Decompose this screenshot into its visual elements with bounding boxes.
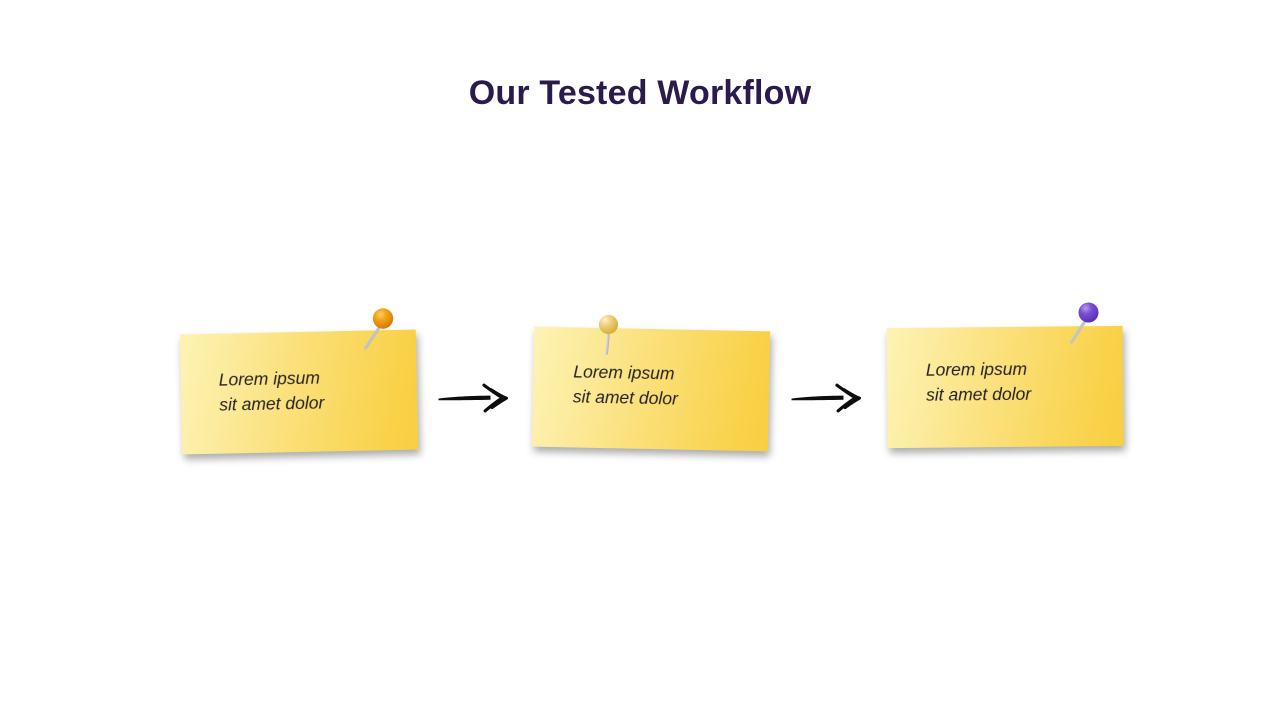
arrow-right-2-icon <box>789 381 867 415</box>
sticky-note-1-line1: Lorem ipsum <box>218 367 321 390</box>
sticky-note-2-line2: sit amet dolor <box>572 386 679 409</box>
sticky-note-2-text: Lorem ipsum sit amet dolor <box>573 359 679 411</box>
sticky-note-3-line1: Lorem ipsum <box>925 358 1028 380</box>
pushpin-orange-icon[interactable] <box>356 298 402 354</box>
sticky-note-3-line2: sit amet dolor <box>925 383 1032 405</box>
sticky-note-1-text: Lorem ipsum sit amet dolor <box>218 365 325 417</box>
arrow-right-1-icon <box>436 381 514 415</box>
sticky-note-2[interactable]: Lorem ipsum sit amet dolor <box>531 326 771 452</box>
pushpin-gold-icon[interactable] <box>590 305 636 361</box>
sticky-note-1-line2: sit amet dolor <box>219 392 325 415</box>
sticky-note-3-text: Lorem ipsum sit amet dolor <box>926 357 1032 408</box>
sticky-note-2-line1: Lorem ipsum <box>573 361 675 384</box>
page-title: Our Tested Workflow <box>468 74 812 112</box>
pushpin-purple-icon[interactable] <box>1063 292 1109 348</box>
